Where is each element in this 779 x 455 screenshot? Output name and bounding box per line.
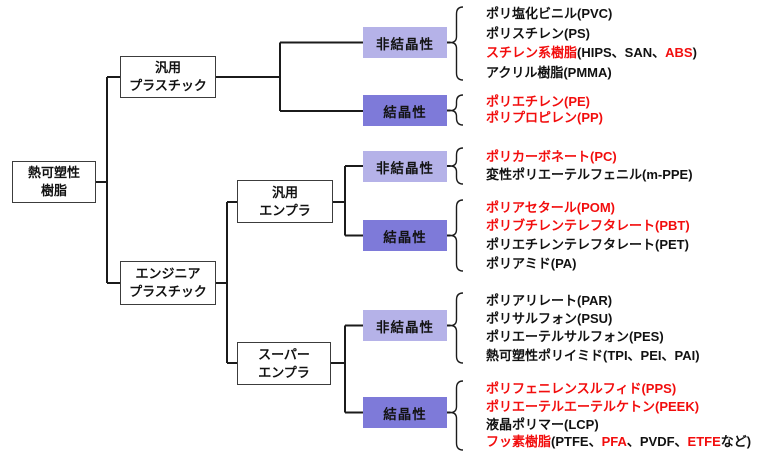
material-text-segment: ABS: [665, 45, 693, 61]
material-item: 熱可塑性ポリイミド(TPI、PEI、PAI): [486, 347, 700, 365]
material-item: ポリエチレン(PE): [486, 94, 603, 110]
material-list-general-enpla-amorphous: ポリカーボネート(PC) 変性ポリエーテルフェニル(m-PPE): [486, 148, 693, 185]
material-item: ポリアセタール(POM): [486, 199, 690, 218]
category-amorphous-general-enpla: 非結晶性: [363, 151, 447, 182]
material-text-segment: 熱可塑性ポリイミド(TPI、PEI、PAI): [486, 347, 700, 363]
material-item: ポリフェニレンスルフィド(PPS): [486, 380, 751, 398]
material-item: ポリアリレート(PAR): [486, 292, 700, 310]
material-text-segment: (PTFE、: [551, 434, 602, 450]
material-item: 変性ポリエーテルフェニル(m-PPE): [486, 166, 693, 185]
material-text-segment: ポリフェニレンスルフィド(PPS): [486, 381, 677, 397]
material-list-super-enpla-crystalline: ポリフェニレンスルフィド(PPS)ポリエーテルエーテルケトン(PEEK) 液晶ポリ…: [486, 380, 751, 451]
category-crystalline-super-enpla: 結晶性: [363, 397, 447, 428]
material-text-segment: ポリアミド(PA): [486, 255, 577, 271]
material-text-segment: フッ素樹脂: [486, 434, 552, 450]
material-item: ポリエーテルサルフォン(PES): [486, 328, 700, 346]
material-text-segment: ポリアセタール(POM): [486, 199, 616, 215]
node-thermoplastic-resin: 熱可塑性 樹脂: [12, 161, 96, 203]
material-list-general-amorphous: ポリ塩化ビニル(PVC) ポリスチレン(PS) スチレン系樹脂(HIPS、SAN、A…: [486, 4, 697, 82]
material-item: スチレン系樹脂(HIPS、SAN、ABS): [486, 43, 697, 63]
material-text-segment: アクリル樹脂(PMMA): [486, 64, 612, 80]
node-super-engineering-plastics: スーパー エンプラ: [237, 342, 331, 385]
material-item: ポリブチレンテレフタレート(PBT): [486, 217, 690, 236]
material-item: ポリアミド(PA): [486, 255, 690, 274]
material-list-general-crystalline: ポリエチレン(PE)ポリプロピレン(PP): [486, 94, 603, 125]
material-item: ポリエーテルエーテルケトン(PEEK): [486, 398, 751, 416]
brace-connector: [450, 6, 464, 451]
material-item: ポリ塩化ビニル(PVC): [486, 4, 697, 24]
category-crystalline-general: 結晶性: [363, 95, 447, 126]
node-general-plastics: 汎用 プラスチック: [120, 56, 216, 98]
material-text-segment: ポリサルフォン(PSU): [486, 311, 613, 327]
material-text-segment: など): [720, 434, 752, 450]
material-text-segment: (HIPS、SAN、: [577, 45, 666, 61]
material-list-super-enpla-amorphous: ポリアリレート(PAR) ポリサルフォン(PSU) ポリエーテルサルフォン(PES)…: [486, 292, 700, 365]
material-item: フッ素樹脂(PTFE、PFA、PVDF、ETFEなど): [486, 433, 751, 451]
material-item: ポリスチレン(PS): [486, 24, 697, 44]
material-text-segment: 、PVDF、: [626, 434, 688, 450]
material-text-segment: スチレン系樹脂: [486, 45, 578, 61]
material-text-segment: ポリプロピレン(PP): [486, 109, 604, 125]
material-text-segment: ポリカーボネート(PC): [486, 148, 617, 164]
material-text-segment: ポリブチレンテレフタレート(PBT): [486, 218, 690, 234]
category-amorphous-super-enpla: 非結晶性: [363, 310, 447, 341]
material-text-segment: ポリ塩化ビニル(PVC): [486, 6, 613, 21]
material-text-segment: ポリスチレン(PS): [486, 25, 591, 41]
material-text-segment: ): [692, 45, 697, 61]
material-item: ポリエチレンテレフタレート(PET): [486, 236, 690, 255]
material-text-segment: ポリアリレート(PAR): [486, 292, 613, 308]
category-amorphous-general: 非結晶性: [363, 27, 447, 58]
material-text-segment: PFA: [601, 434, 627, 450]
tree-line: [95, 41, 451, 414]
node-general-engineering-plastics: 汎用 エンプラ: [237, 180, 333, 223]
material-text-segment: ポリエーテルエーテルケトン(PEEK): [486, 398, 700, 414]
material-text-segment: ポリエーテルサルフォン(PES): [486, 329, 664, 345]
node-engineering-plastics: エンジニア プラスチック: [120, 261, 216, 305]
material-text-segment: ポリエチレンテレフタレート(PET): [486, 237, 689, 252]
material-item: ポリサルフォン(PSU): [486, 310, 700, 328]
material-item: ポリプロピレン(PP): [486, 110, 603, 126]
material-text-segment: 変性ポリエーテルフェニル(m-PPE): [486, 167, 693, 183]
material-list-general-enpla-crystalline: ポリアセタール(POM) ポリブチレンテレフタレート(PBT) ポリエチレンテレフタ…: [486, 199, 690, 274]
material-text-segment: 液晶ポリマー(LCP): [486, 416, 599, 432]
material-item: アクリル樹脂(PMMA): [486, 63, 697, 83]
material-item: 液晶ポリマー(LCP): [486, 416, 751, 434]
material-item: ポリカーボネート(PC): [486, 148, 693, 167]
category-crystalline-general-enpla: 結晶性: [363, 220, 447, 251]
material-text-segment: ETFE: [687, 434, 721, 450]
material-text-segment: ポリエチレン(PE): [486, 94, 591, 110]
